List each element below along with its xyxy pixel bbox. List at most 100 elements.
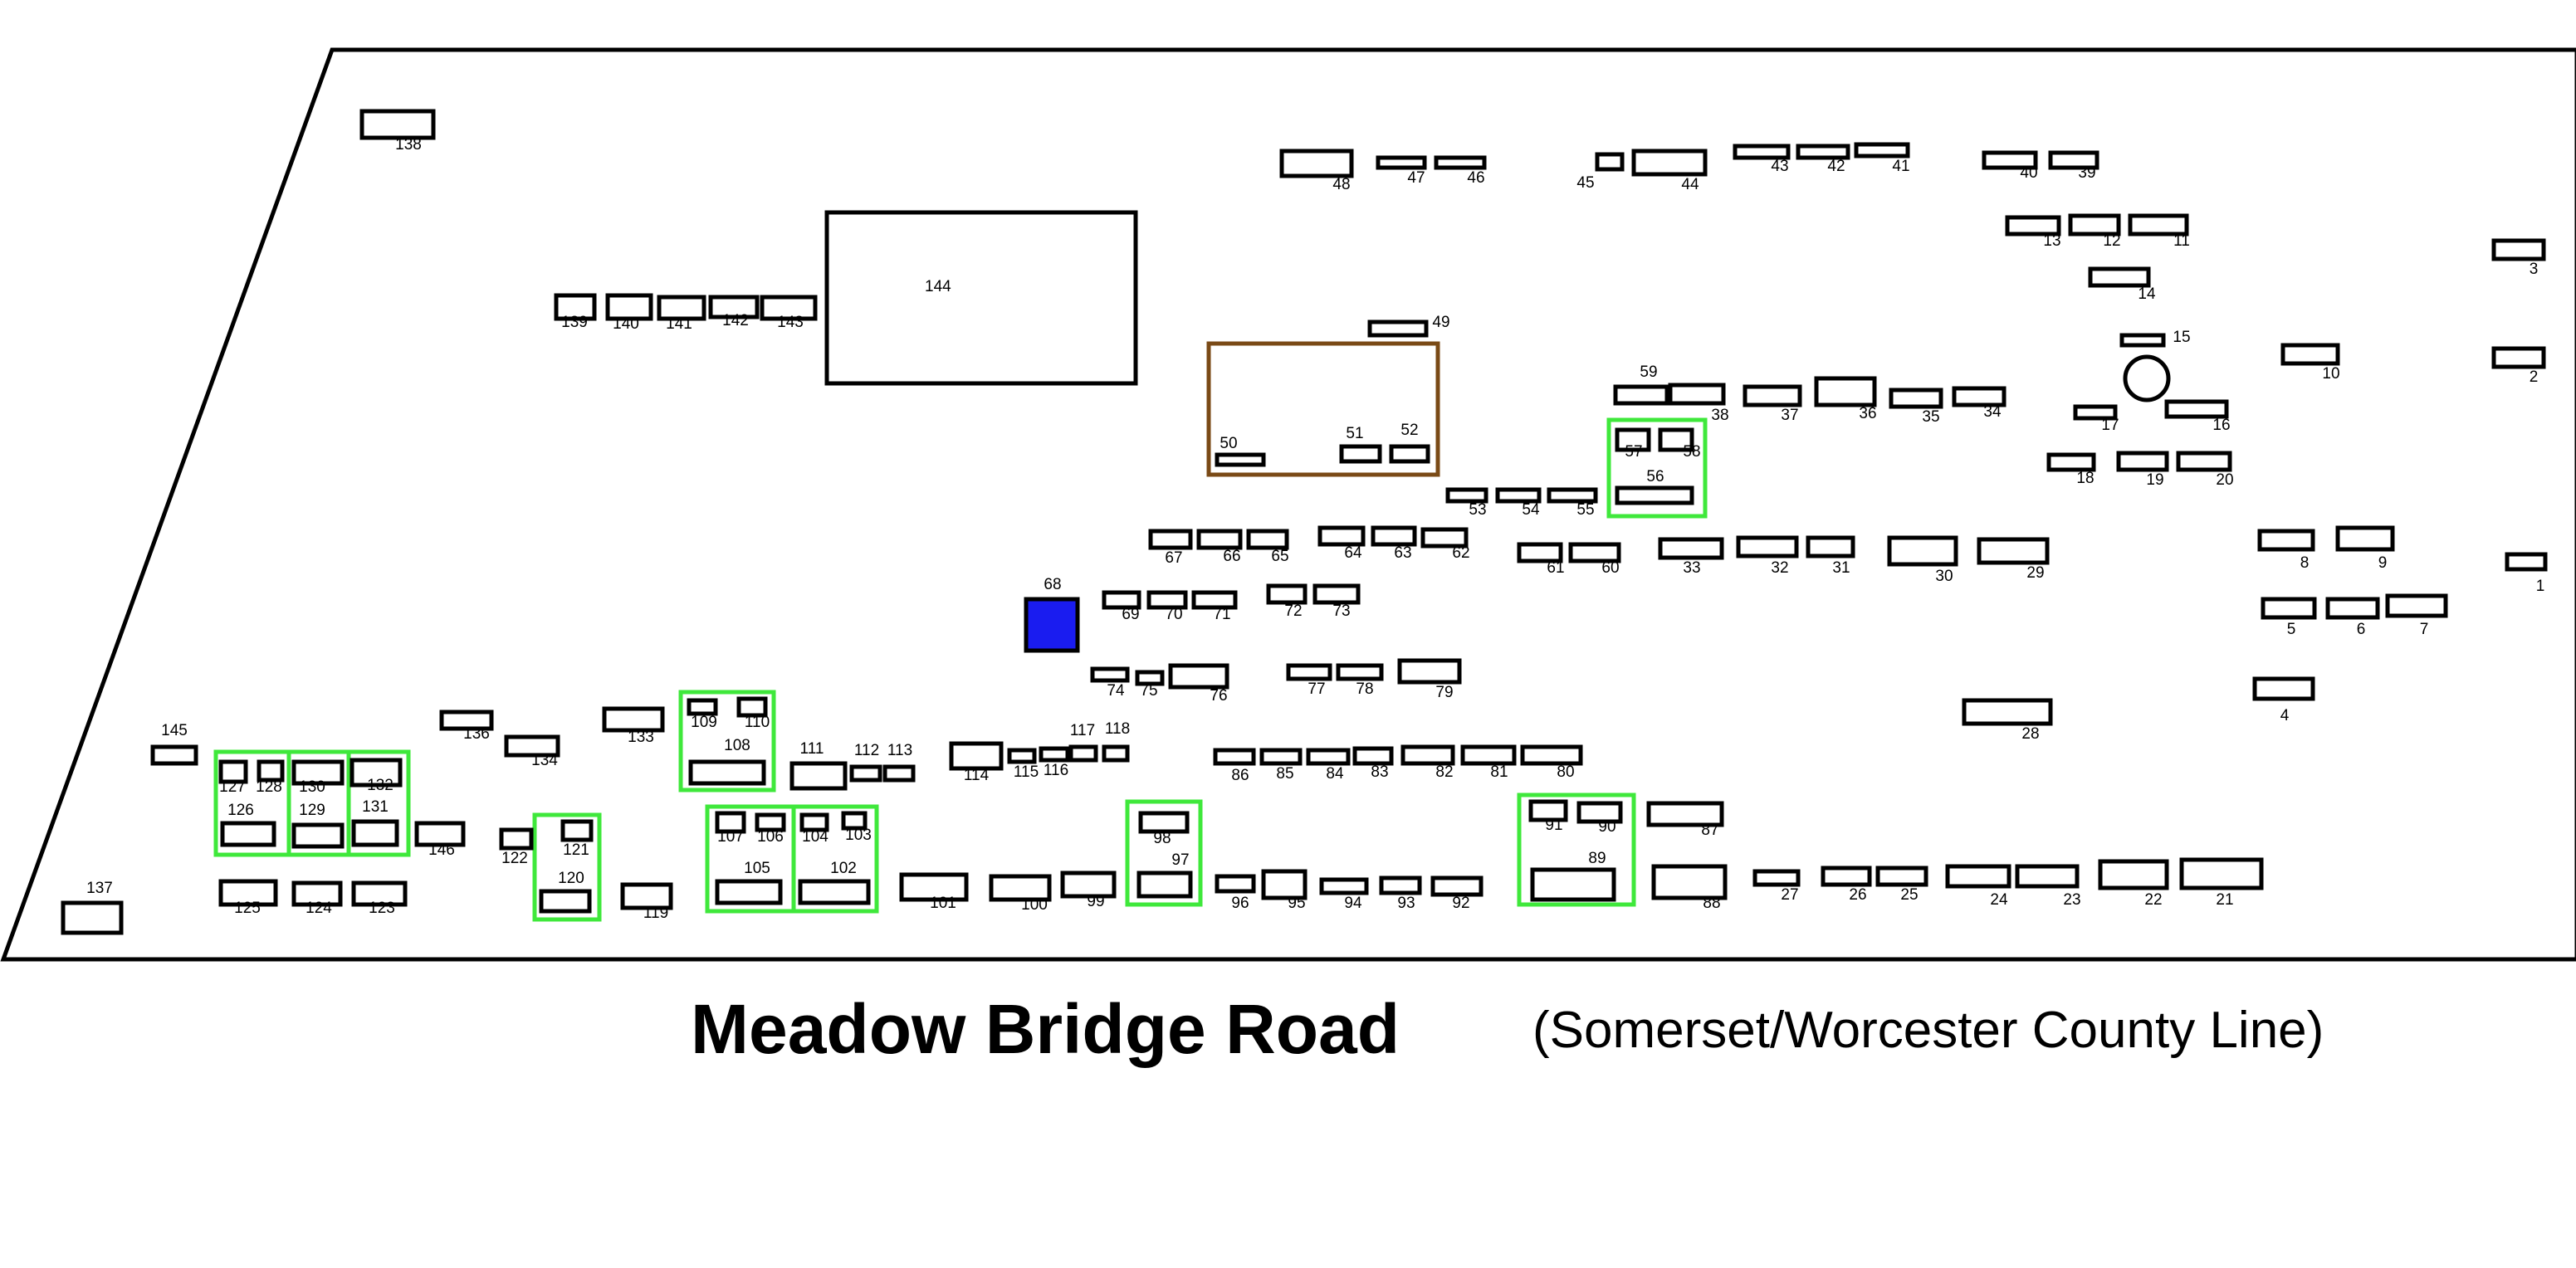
lot-36[interactable]	[1814, 376, 1877, 407]
lot-100[interactable]	[989, 874, 1052, 902]
lot-37[interactable]	[1743, 384, 1802, 407]
lot-44[interactable]	[1631, 149, 1708, 177]
lot-7[interactable]	[2385, 593, 2448, 618]
lot-131[interactable]	[351, 819, 399, 847]
lot-4[interactable]	[2252, 676, 2315, 701]
lot-29[interactable]	[1977, 537, 2050, 565]
lot-11[interactable]	[2128, 213, 2189, 237]
lot-77[interactable]	[1286, 663, 1332, 681]
lot-81[interactable]	[1460, 744, 1517, 766]
lot-140[interactable]	[605, 293, 653, 321]
lot-71[interactable]	[1191, 590, 1238, 610]
lot-125[interactable]	[218, 879, 278, 907]
lot-132[interactable]	[349, 758, 403, 788]
lot-130[interactable]	[291, 759, 345, 786]
lot-14[interactable]	[2088, 266, 2151, 288]
lot-45[interactable]	[1595, 152, 1625, 172]
lot-52[interactable]	[1389, 444, 1430, 464]
lot-84[interactable]	[1306, 748, 1351, 766]
lot-59[interactable]	[1613, 384, 1669, 406]
lot-22[interactable]	[2098, 859, 2169, 890]
lot-89[interactable]	[1530, 867, 1616, 902]
lot-1[interactable]	[2505, 552, 2548, 572]
lot-70[interactable]	[1146, 590, 1188, 610]
lot-19[interactable]	[2116, 451, 2169, 472]
lot-114[interactable]	[949, 741, 1004, 771]
lot-134[interactable]	[504, 734, 560, 758]
lot-13[interactable]	[2005, 215, 2061, 237]
lot-68[interactable]	[1024, 597, 1080, 653]
lot-122[interactable]	[499, 827, 534, 851]
lot-3[interactable]	[2491, 238, 2546, 261]
lot-85[interactable]	[1259, 748, 1303, 766]
lot-17[interactable]	[2073, 404, 2118, 421]
lot-35[interactable]	[1889, 388, 1943, 409]
lot-88[interactable]	[1651, 864, 1728, 900]
lot-128[interactable]	[257, 759, 285, 783]
lot-126[interactable]	[220, 821, 276, 847]
lot-49[interactable]	[1367, 319, 1429, 338]
lot-78[interactable]	[1336, 663, 1384, 681]
lot-95[interactable]	[1261, 869, 1308, 900]
lot-27[interactable]	[1752, 869, 1801, 887]
lot-145[interactable]	[150, 744, 198, 766]
lot-42[interactable]	[1796, 144, 1850, 160]
lot-31[interactable]	[1806, 535, 1855, 558]
lot-21[interactable]	[2179, 857, 2264, 890]
lot-41[interactable]	[1854, 142, 1910, 158]
lot-15[interactable]	[2119, 333, 2166, 348]
lot-2[interactable]	[2491, 346, 2546, 369]
lot-97[interactable]	[1136, 871, 1193, 899]
lot-50[interactable]	[1215, 452, 1266, 467]
lot-109[interactable]	[687, 698, 718, 716]
lot-32[interactable]	[1736, 535, 1799, 558]
lot-55[interactable]	[1547, 487, 1598, 504]
lot-54[interactable]	[1495, 487, 1542, 504]
lot-93[interactable]	[1379, 875, 1422, 895]
lot-26[interactable]	[1821, 866, 1872, 887]
lot-82[interactable]	[1400, 744, 1455, 766]
lot-8[interactable]	[2257, 529, 2315, 552]
lot-38[interactable]	[1668, 383, 1726, 406]
lot-43[interactable]	[1733, 144, 1791, 160]
lot-117[interactable]	[1068, 744, 1098, 763]
lot-76[interactable]	[1168, 663, 1229, 690]
lot-143[interactable]	[760, 295, 818, 321]
lot-80[interactable]	[1520, 744, 1583, 766]
lot-139[interactable]	[554, 293, 597, 321]
lot-133[interactable]	[602, 706, 665, 733]
lot-63[interactable]	[1371, 525, 1417, 547]
lot-62[interactable]	[1420, 527, 1469, 549]
lot-61[interactable]	[1517, 542, 1563, 563]
lot-107[interactable]	[715, 811, 746, 834]
lot-123[interactable]	[351, 880, 408, 907]
big-lot-144[interactable]	[824, 210, 1138, 386]
lot-136[interactable]	[439, 710, 494, 731]
lot-113[interactable]	[882, 764, 916, 783]
lot-111[interactable]	[789, 761, 848, 791]
lot-105[interactable]	[715, 879, 783, 905]
lot-24[interactable]	[1945, 864, 2011, 889]
lot-56[interactable]	[1615, 485, 1694, 505]
lot-79[interactable]	[1397, 658, 1462, 685]
lot-118[interactable]	[1102, 744, 1130, 763]
lot-30[interactable]	[1887, 535, 1958, 567]
lot-46[interactable]	[1434, 155, 1487, 170]
lot-106[interactable]	[755, 812, 786, 832]
lot-73[interactable]	[1312, 583, 1361, 605]
lot-9[interactable]	[2335, 525, 2395, 552]
lot-96[interactable]	[1215, 874, 1256, 894]
lot-66[interactable]	[1196, 529, 1243, 550]
lot-69[interactable]	[1102, 590, 1141, 610]
lot-40[interactable]	[1982, 150, 2038, 170]
lot-110[interactable]	[736, 696, 768, 718]
lot-98[interactable]	[1138, 811, 1190, 834]
lot-18[interactable]	[2046, 452, 2096, 472]
lot-104[interactable]	[799, 812, 829, 832]
lot-47[interactable]	[1376, 155, 1427, 170]
lot-120[interactable]	[539, 889, 592, 914]
lot-83[interactable]	[1352, 746, 1394, 766]
lot-91[interactable]	[1528, 799, 1568, 822]
lot-58[interactable]	[1658, 427, 1694, 452]
lot-87[interactable]	[1646, 801, 1724, 827]
